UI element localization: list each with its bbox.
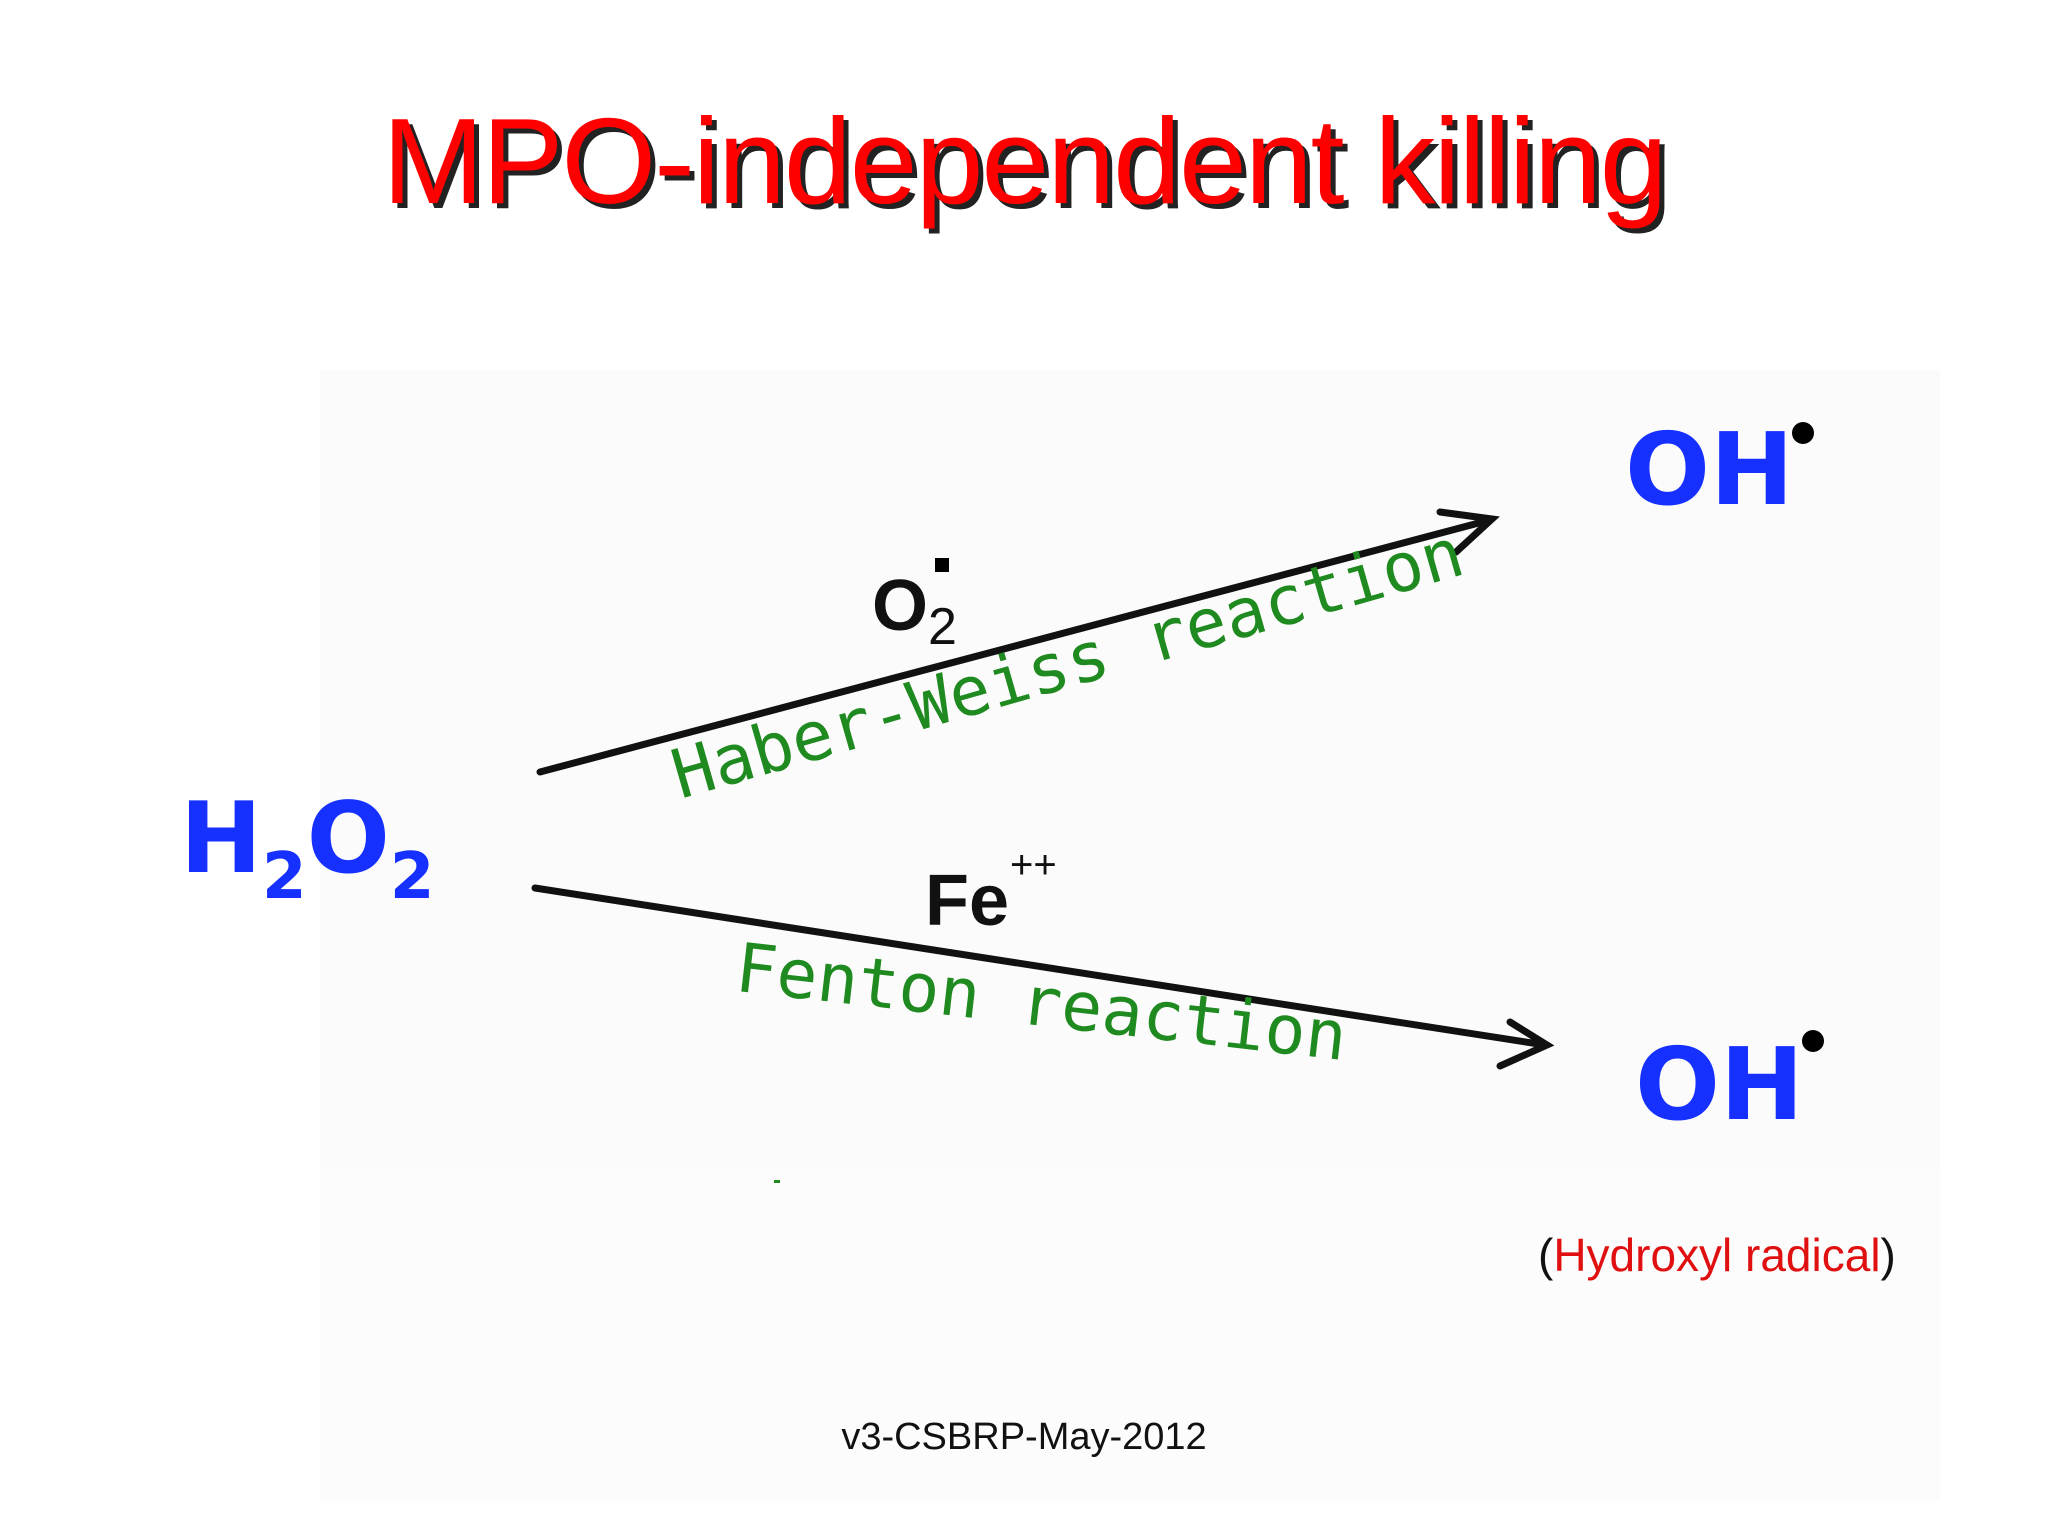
fenton-arrow bbox=[531, 884, 1555, 1070]
slide-title: MPO-independent killing bbox=[382, 93, 1667, 229]
stray-mark bbox=[774, 1180, 780, 1183]
superoxide-dot-icon bbox=[935, 558, 949, 572]
haber-weiss-arrow bbox=[536, 508, 1500, 776]
diagram-background-lower bbox=[320, 1170, 1940, 1500]
radical-dot-icon bbox=[1802, 1030, 1824, 1052]
iron-charge: ++ bbox=[1010, 843, 1057, 887]
hydroxyl-product-top: OH bbox=[1625, 411, 1794, 528]
slide-footer: v3-CSBRP-May-2012 bbox=[841, 1416, 1207, 1458]
hydroxyl-product-bottom: OH bbox=[1635, 1026, 1804, 1143]
radical-dot-icon bbox=[1792, 422, 1814, 444]
iron-catalyst: Fe bbox=[925, 861, 1010, 941]
hydroxyl-radical-note: (Hydroxyl radical) bbox=[1538, 1229, 1896, 1281]
superoxide-catalyst: O2 bbox=[872, 566, 957, 656]
diagram-background bbox=[320, 370, 1940, 1170]
hydrogen-peroxide: H2O2 bbox=[180, 782, 435, 914]
